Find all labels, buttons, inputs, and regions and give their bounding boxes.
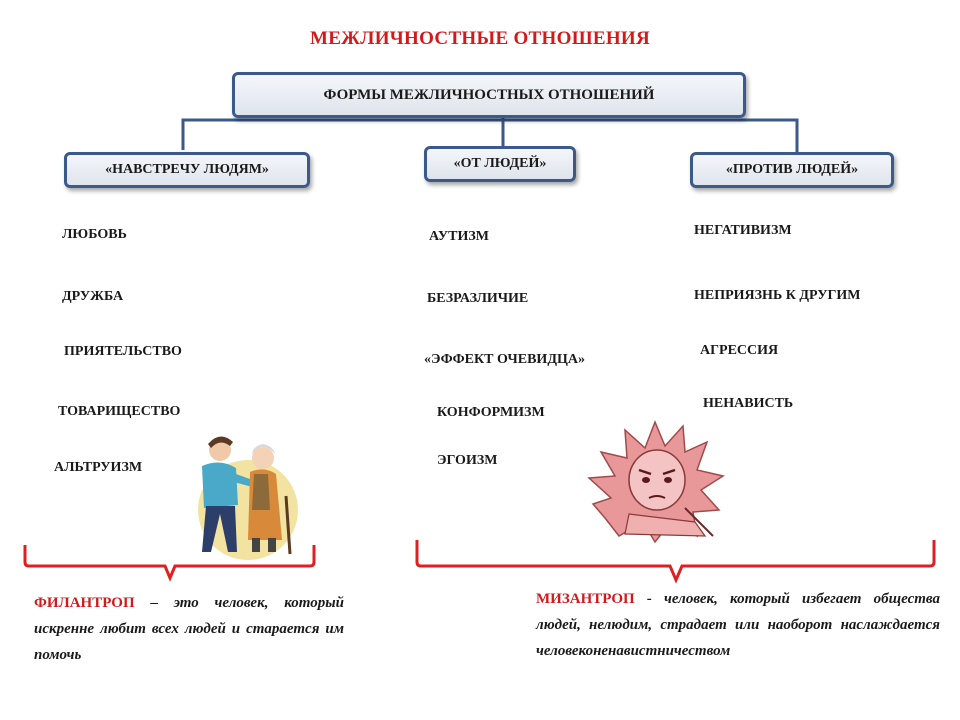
connector-main [181,118,799,155]
list-item: ПРИЯТЕЛЬСТВО [64,344,182,359]
branch-box-towards: «НАВСТРЕЧУ ЛЮДЯМ» [64,152,310,188]
root-box: ФОРМЫ МЕЖЛИЧНОСТНЫХ ОТНОШЕНИЙ [232,72,746,118]
list-item: КОНФОРМИЗМ [437,405,545,420]
page-title: МЕЖЛИЧНОСТНЫЕ ОТНОШЕНИЯ [309,28,651,49]
philanthrope-term: ФИЛАНТРОП [34,595,135,611]
branch-box-against: «ПРОТИВ ЛЮДЕЙ» [690,152,894,188]
bracket-left [23,545,316,582]
philanthrope-definition: ФИЛАНТРОП – это человек, который искренн… [34,590,344,668]
list-item: «ЭФФЕКТ ОЧЕВИДЦА» [424,352,585,367]
angry-person-illustration [587,419,725,544]
root-label: ФОРМЫ МЕЖЛИЧНОСТНЫХ ОТНОШЕНИЙ [323,86,655,103]
list-item: НЕГАТИВИЗМ [694,223,792,238]
philanthrope-text: – это человек, который искренне любит вс… [34,595,344,663]
list-item: БЕЗРАЗЛИЧИЕ [427,291,529,306]
list-item: ЭГОИЗМ [437,453,498,468]
list-item: НЕПРИЯЗНЬ К ДРУГИМ [694,288,861,303]
list-item: АУТИЗМ [429,229,489,244]
branch-label-against: «ПРОТИВ ЛЮДЕЙ» [725,162,859,177]
list-item: АГРЕССИЯ [700,343,779,358]
bracket-right [415,540,936,584]
branch-box-away: «ОТ ЛЮДЕЙ» [424,146,576,182]
misanthrope-text: - человек, который избегает общества люд… [536,591,940,659]
list-item: ТОВАРИЩЕСТВО [58,404,181,419]
list-item: АЛЬТРУИЗМ [54,460,143,475]
list-item: ДРУЖБА [62,289,124,304]
list-item: НЕНАВИСТЬ [703,396,794,411]
misanthrope-term: МИЗАНТРОП [536,591,635,607]
branch-label-away: «ОТ ЛЮДЕЙ» [453,156,547,171]
list-item: ЛЮБОВЬ [62,227,127,242]
helping-elderly-illustration [198,436,298,560]
misanthrope-definition: МИЗАНТРОП - человек, который избегает об… [536,586,940,664]
branch-label-towards: «НАВСТРЕЧУ ЛЮДЯМ» [105,162,269,177]
